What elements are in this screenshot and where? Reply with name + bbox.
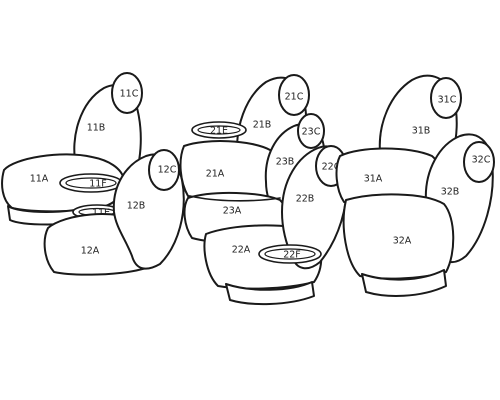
- label-11B: 11B: [87, 123, 106, 134]
- seat-23-cushion-lining: [189, 195, 281, 202]
- label-12A: 12A: [81, 246, 100, 257]
- seat-22-armrest-inner: [264, 248, 316, 260]
- seat-11: 11C 11B 11A 11F 11E: [1, 72, 143, 226]
- seat-32-cushion: [342, 193, 455, 280]
- label-31A: 31A: [364, 174, 383, 185]
- label-12C: 12C: [158, 165, 177, 176]
- seat-12-headrest: [148, 149, 180, 191]
- label-12B: 12B: [127, 201, 146, 212]
- label-23B: 23B: [276, 157, 295, 168]
- label-11E: 11E: [92, 208, 110, 219]
- seat-21: 21E 21C 21B 21A: [179, 74, 310, 202]
- label-31B: 31B: [412, 126, 431, 137]
- seat-21-headrest: [278, 74, 310, 116]
- label-11A: 11A: [30, 174, 49, 185]
- label-32C: 32C: [472, 155, 491, 166]
- seat-11-headrest: [111, 72, 143, 114]
- seat-21-armrest: [191, 121, 247, 139]
- seat-32-cushion-front: [361, 269, 447, 297]
- label-21E: 21E: [210, 126, 228, 137]
- seat-23-headrest: [297, 113, 325, 149]
- label-32A: 32A: [393, 236, 412, 247]
- label-32B: 32B: [441, 187, 460, 198]
- seat-22: 22C 22B 22A 22F: [203, 145, 348, 306]
- seat-31-headrest: [430, 77, 462, 119]
- seat-22-cushion-front: [225, 281, 315, 306]
- label-11F: 11F: [89, 179, 107, 190]
- label-22A: 22A: [232, 245, 251, 256]
- label-23A: 23A: [223, 206, 242, 217]
- label-22B: 22B: [296, 194, 315, 205]
- label-11C: 11C: [120, 89, 139, 100]
- seat-11-armrest-inner: [65, 177, 117, 189]
- seat-32-headrest: [463, 141, 495, 183]
- label-21C: 21C: [285, 92, 304, 103]
- label-23C: 23C: [302, 127, 321, 138]
- seat-21-armrest-inner: [197, 125, 241, 135]
- label-21B: 21B: [253, 120, 272, 131]
- seat-12: 12C 12B 12A: [43, 149, 185, 276]
- label-22F: 22F: [283, 250, 301, 261]
- seat-31-32: 31C 31B 31A 32C 32B 32A: [335, 74, 495, 297]
- label-21A: 21A: [206, 169, 225, 180]
- label-31C: 31C: [438, 95, 457, 106]
- label-22C: 22C: [322, 162, 341, 173]
